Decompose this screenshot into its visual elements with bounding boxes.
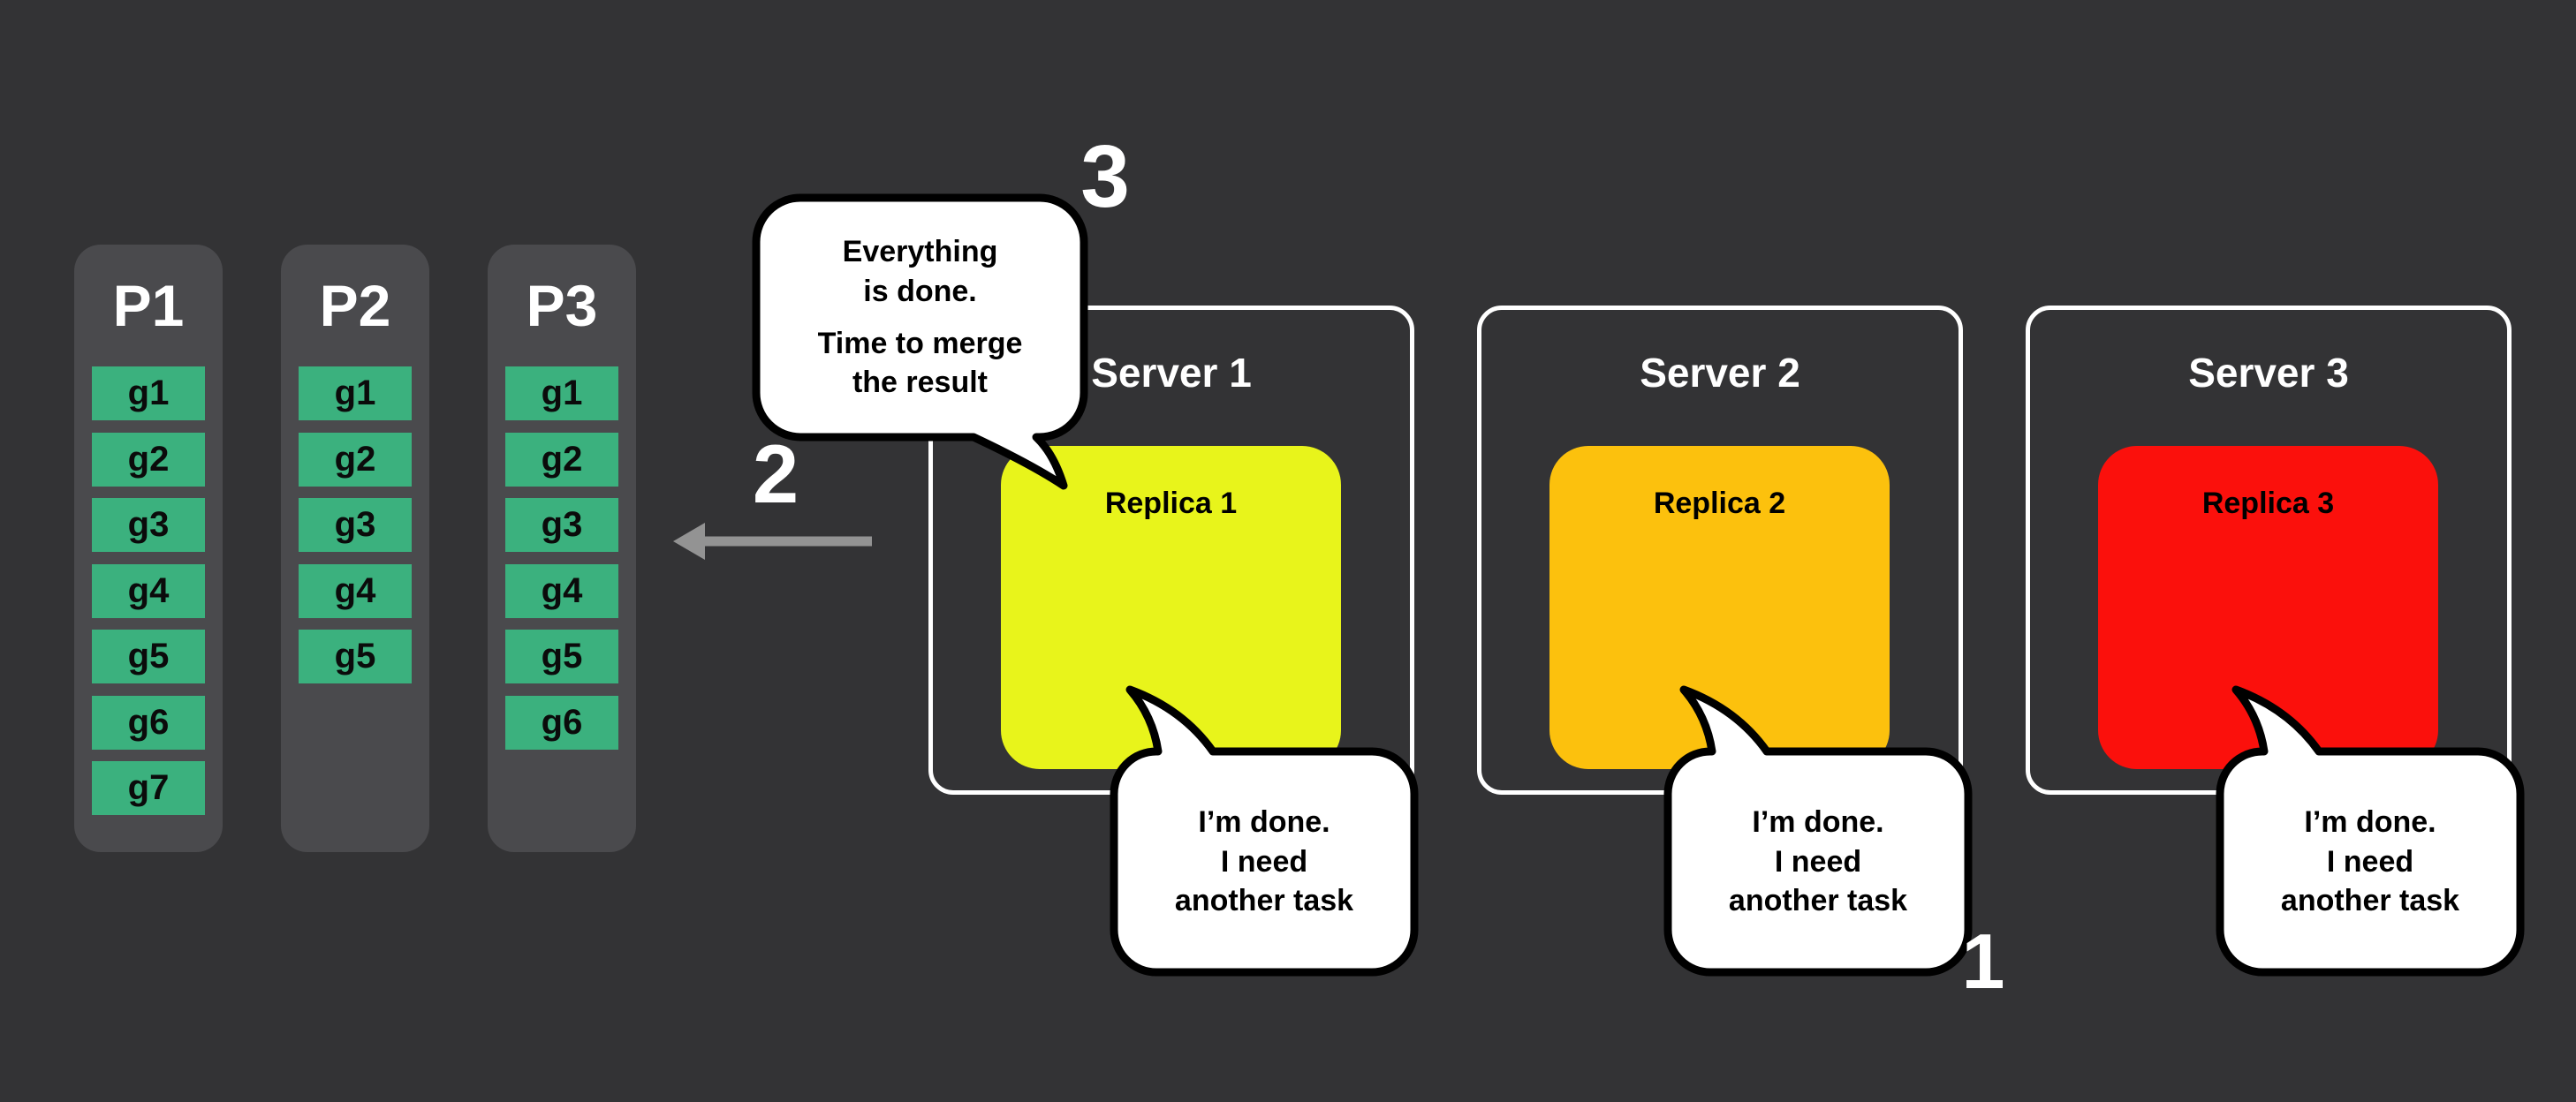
replica-3: Replica 3 <box>2098 446 2438 769</box>
task-block: g7 <box>92 761 205 815</box>
bubble-line: is done. <box>863 274 977 308</box>
task-block: g5 <box>299 630 412 683</box>
bubble-line: I need <box>2326 844 2414 879</box>
replica-3-label: Replica 3 <box>2201 487 2335 520</box>
step-1-number: 1 <box>1961 917 2005 1005</box>
task-block: g4 <box>505 564 618 618</box>
task-block: g5 <box>92 630 205 683</box>
replica-2-label: Replica 2 <box>1653 487 1786 520</box>
bubble-line: I need <box>1220 844 1308 879</box>
step-3-number: 3 <box>1080 127 1130 226</box>
partition-p3-label: P3 <box>526 273 598 338</box>
task-block: g3 <box>299 498 412 552</box>
task-block: g2 <box>299 433 412 487</box>
partition-p2: P2 g1 g2 g3 g4 g5 <box>281 245 429 852</box>
bubble-line: Time to merge <box>817 326 1023 360</box>
partition-p1-label: P1 <box>112 273 185 338</box>
done-speech-bubble-1: I’m done. I need another task <box>1107 681 1425 981</box>
partition-p3: P3 g1 g2 g3 g4 g5 g6 <box>488 245 636 852</box>
bubble-line: another task <box>1728 884 1908 918</box>
bubble-line: the result <box>852 366 989 400</box>
server-2-label: Server 2 <box>1640 350 1800 396</box>
replica-1: Replica 1 <box>1001 446 1341 769</box>
done-bubble-text: I’m done. I need another task <box>1668 751 1968 972</box>
merge-bubble-text: Everything is done. Time to merge the re… <box>756 198 1084 437</box>
server-3-box: Server 3 Replica 3 <box>2026 306 2512 795</box>
task-block: g4 <box>92 564 205 618</box>
bubble-line: Everything <box>842 234 998 268</box>
speech-bubble-shape <box>1663 685 1973 977</box>
merge-arrow-icon <box>673 523 872 560</box>
speech-bubble-shape <box>1110 685 1419 977</box>
speech-bubble-shape <box>752 193 1088 490</box>
done-bubble-text: I’m done. I need another task <box>2220 751 2520 972</box>
server-3-label: Server 3 <box>2188 350 2349 396</box>
bubble-line: I need <box>1774 844 1862 879</box>
task-block: g3 <box>505 498 618 552</box>
task-block: g1 <box>505 366 618 420</box>
task-block: g3 <box>92 498 205 552</box>
done-speech-bubble-3: I’m done. I need another task <box>2213 681 2531 981</box>
task-block: g2 <box>505 433 618 487</box>
task-block: g4 <box>299 564 412 618</box>
bubble-line: another task <box>2280 884 2460 918</box>
task-block: g2 <box>92 433 205 487</box>
done-speech-bubble-2: I’m done. I need another task <box>1661 681 1979 981</box>
partition-p1: P1 g1 g2 g3 g4 g5 g6 g7 <box>74 245 223 852</box>
server-1-label: Server 1 <box>1091 350 1252 396</box>
task-block: g1 <box>299 366 412 420</box>
step-2-number: 2 <box>752 427 799 520</box>
task-block: g6 <box>92 696 205 750</box>
done-bubble-text: I’m done. I need another task <box>1114 751 1414 972</box>
merge-speech-bubble: Everything is done. Time to merge the re… <box>749 191 1094 509</box>
bubble-line: I’m done. <box>1198 804 1330 839</box>
partition-p2-label: P2 <box>319 273 391 338</box>
task-block: g5 <box>505 630 618 683</box>
task-block: g6 <box>505 696 618 750</box>
speech-bubble-shape <box>2216 685 2525 977</box>
bubble-line: another task <box>1174 884 1354 918</box>
replica-1-label: Replica 1 <box>1104 487 1238 520</box>
bubble-line: I’m done. <box>2304 804 2436 839</box>
bubble-line: I’m done. <box>1752 804 1884 839</box>
task-block: g1 <box>92 366 205 420</box>
server-1-box: Server 1 Replica 1 <box>928 306 1414 795</box>
